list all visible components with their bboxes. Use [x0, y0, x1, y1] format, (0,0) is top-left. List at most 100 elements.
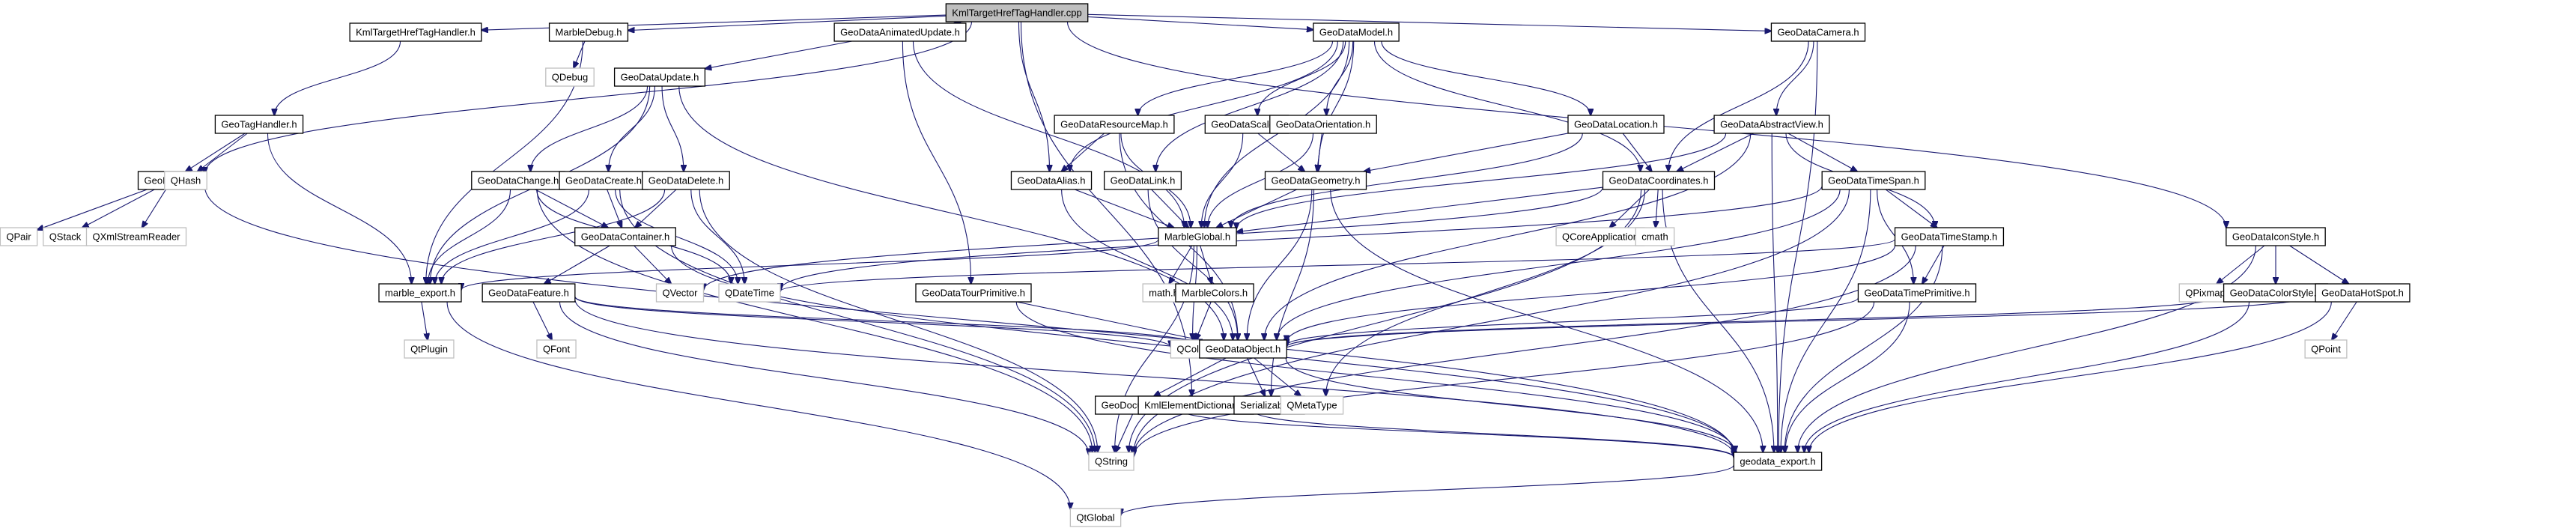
edge-gdobj-to-serial [1247, 357, 1266, 396]
node-cmath[interactable]: cmath [1635, 227, 1675, 246]
edge-root-to-kmldict [1020, 21, 1191, 396]
node-qpoint[interactable]: QPoint [2304, 339, 2348, 359]
edge-gdau-to-mglobal [912, 40, 1184, 228]
node-geodatafeature-h[interactable]: GeoDataFeature.h [482, 283, 576, 303]
node-qxmlstreamreader[interactable]: QXmlStreamReader [85, 227, 187, 246]
node-geodatatourprimitive-h[interactable]: GeoDataTourPrimitive.h [915, 283, 1032, 303]
node-label: GeoDataTourPrimitive.h [922, 288, 1025, 299]
edge-gdgeom-to-serial [1271, 189, 1315, 396]
node-geodataupdate-h[interactable]: GeoDataUpdate.h [613, 67, 706, 87]
node-label: QDebug [552, 72, 588, 83]
node-geodatadelete-h[interactable]: GeoDataDelete.h [642, 171, 730, 190]
node-qfont[interactable]: QFont [536, 339, 577, 359]
edge-gdav-to-gdcoord [1677, 133, 1755, 172]
edge-gdau-to-gdtour [902, 40, 970, 284]
node-label: math.h [1149, 288, 1179, 299]
node-box [536, 339, 577, 359]
node-box [1857, 283, 1977, 303]
node-geodatacoordinates-h[interactable]: GeoDataCoordinates.h [1602, 171, 1716, 190]
node-geodataobject-h[interactable]: GeoDataObject.h [1199, 339, 1287, 359]
node-geodatalocation-h[interactable]: GeoDataLocation.h [1567, 115, 1665, 134]
node-geodatamodel-h[interactable]: GeoDataModel.h [1313, 22, 1400, 42]
node-geodatacontainer-h[interactable]: GeoDataContainer.h [574, 227, 676, 246]
node-box [1199, 339, 1287, 359]
node-box [1635, 227, 1675, 246]
node-geodataorientation-h[interactable]: GeoDataOrientation.h [1269, 115, 1377, 134]
node-marbledebug-h[interactable]: MarbleDebug.h [548, 22, 629, 42]
edge-mdebug-to-qdebug [574, 40, 586, 68]
edge-gdtstamp-to-gdobj [1287, 245, 1896, 342]
node-geodatatimespan-h[interactable]: GeoDataTimeSpan.h [1821, 171, 1926, 190]
node-geodatacamera-h[interactable]: GeoDataCamera.h [1770, 22, 1866, 42]
node-marbleglobal-h[interactable]: MarbleGlobal.h [1158, 227, 1237, 246]
node-qtglobal[interactable]: QtGlobal [1069, 508, 1122, 527]
edge-gdmodel-to-gdcoord [1373, 40, 1640, 172]
edge-gdtstamp-to-gexport [1784, 245, 1943, 452]
node-box [1175, 283, 1254, 303]
node-box [915, 283, 1032, 303]
edge-root-to-gdmodel [1087, 16, 1313, 29]
node-geodataalias-h[interactable]: GeoDataAlias.h [1010, 171, 1093, 190]
node-geotaghandler-h[interactable]: GeoTagHandler.h [214, 115, 304, 134]
edge-gddelete-to-qdatetime [690, 189, 744, 284]
node-label: GeoDataLink.h [1111, 175, 1176, 186]
node-box [1733, 452, 1823, 471]
edge-gdorient-to-mglobal [1207, 133, 1314, 228]
node-kmltargethreftaghandler-h[interactable]: KmlTargetHrefTagHandler.h [349, 22, 482, 42]
edge-gdoc-to-qstring [1115, 413, 1134, 452]
node-geodatahotspot-h[interactable]: GeoDataHotSpot.h [2315, 283, 2411, 303]
node-qpair[interactable]: QPair [0, 227, 38, 246]
node-kmltargethreftaghandler-cpp[interactable]: KmlTargetHrefTagHandler.cpp [945, 3, 1089, 22]
node-box [1069, 508, 1122, 527]
node-qstring[interactable]: QString [1088, 452, 1134, 471]
node-box [85, 227, 187, 246]
node-geodatachange-h[interactable]: GeoDataChange.h [471, 171, 565, 190]
node-geodatacolorstyle-h[interactable]: GeoDataColorStyle.h [2223, 283, 2329, 303]
node-geodata-export-h[interactable]: geodata_export.h [1733, 452, 1823, 471]
node-label: QtGlobal [1076, 512, 1114, 524]
node-label: GeoDataHotSpot.h [2321, 288, 2404, 299]
node-qmetatype[interactable]: QMetaType [1280, 395, 1344, 415]
edge-gdcreate-to-mexport [435, 189, 589, 284]
node-geodatacreate-h[interactable]: GeoDataCreate.h [559, 171, 648, 190]
node-box [1313, 22, 1400, 42]
node-marblecolors-h[interactable]: MarbleColors.h [1175, 283, 1254, 303]
node-box [214, 115, 304, 134]
edge-gdhot-to-gexport [1809, 301, 2332, 452]
node-geodatatimestamp-h[interactable]: GeoDataTimeStamp.h [1894, 227, 2005, 246]
node-box [404, 339, 455, 359]
node-label: QHash [171, 175, 201, 186]
node-label: GeoDataCamera.h [1777, 27, 1859, 38]
node-box [1269, 115, 1377, 134]
nodes-layer: KmlTargetHrefTagHandler.cppKmlTargetHref… [0, 3, 2411, 527]
node-box [548, 22, 629, 42]
node-label: QCoreApplication [1562, 231, 1638, 243]
node-geodataanimatedupdate-h[interactable]: GeoDataAnimatedUpdate.h [833, 22, 967, 42]
node-qcoreapplication[interactable]: QCoreApplication [1555, 227, 1645, 246]
edge-gdav-to-mglobal [1236, 133, 1727, 229]
node-qpixmap[interactable]: QPixmap [2178, 283, 2232, 303]
node-qtplugin[interactable]: QtPlugin [404, 339, 455, 359]
node-label: GeoDataGeometry.h [1272, 175, 1361, 186]
node-marble-export-h[interactable]: marble_export.h [378, 283, 462, 303]
edge-gdlink-to-mglobal [1151, 189, 1189, 228]
node-label: GeoDataDelete.h [648, 175, 723, 186]
edge-gdmodel-to-gdrm [1138, 40, 1334, 115]
node-qdatetime[interactable]: QDateTime [718, 283, 781, 303]
node-geodatageometry-h[interactable]: GeoDataGeometry.h [1264, 171, 1367, 190]
node-label: GeoDataTimeSpan.h [1828, 175, 1919, 186]
node-geodatalink-h[interactable]: GeoDataLink.h [1103, 171, 1182, 190]
node-qvector[interactable]: QVector [655, 283, 705, 303]
node-geodataresourcemap-h[interactable]: GeoDataResourceMap.h [1054, 115, 1175, 134]
node-box [1280, 395, 1344, 415]
node-geodataiconstyle-h[interactable]: GeoDataIconStyle.h [2226, 227, 2326, 246]
node-geodataabstractview-h[interactable]: GeoDataAbstractView.h [1713, 115, 1830, 134]
node-label: GeoDataAbstractView.h [1720, 119, 1823, 130]
node-box [2315, 283, 2411, 303]
node-qdebug[interactable]: QDebug [545, 67, 595, 87]
edge-root-to-gdcam [1087, 13, 1772, 31]
node-qhash[interactable]: QHash [164, 171, 207, 190]
node-geodatatimeprimitive-h[interactable]: GeoDataTimePrimitive.h [1857, 283, 1977, 303]
edge-gdupd-to-gdcreate [609, 85, 656, 172]
node-qstack[interactable]: QStack [43, 227, 88, 246]
